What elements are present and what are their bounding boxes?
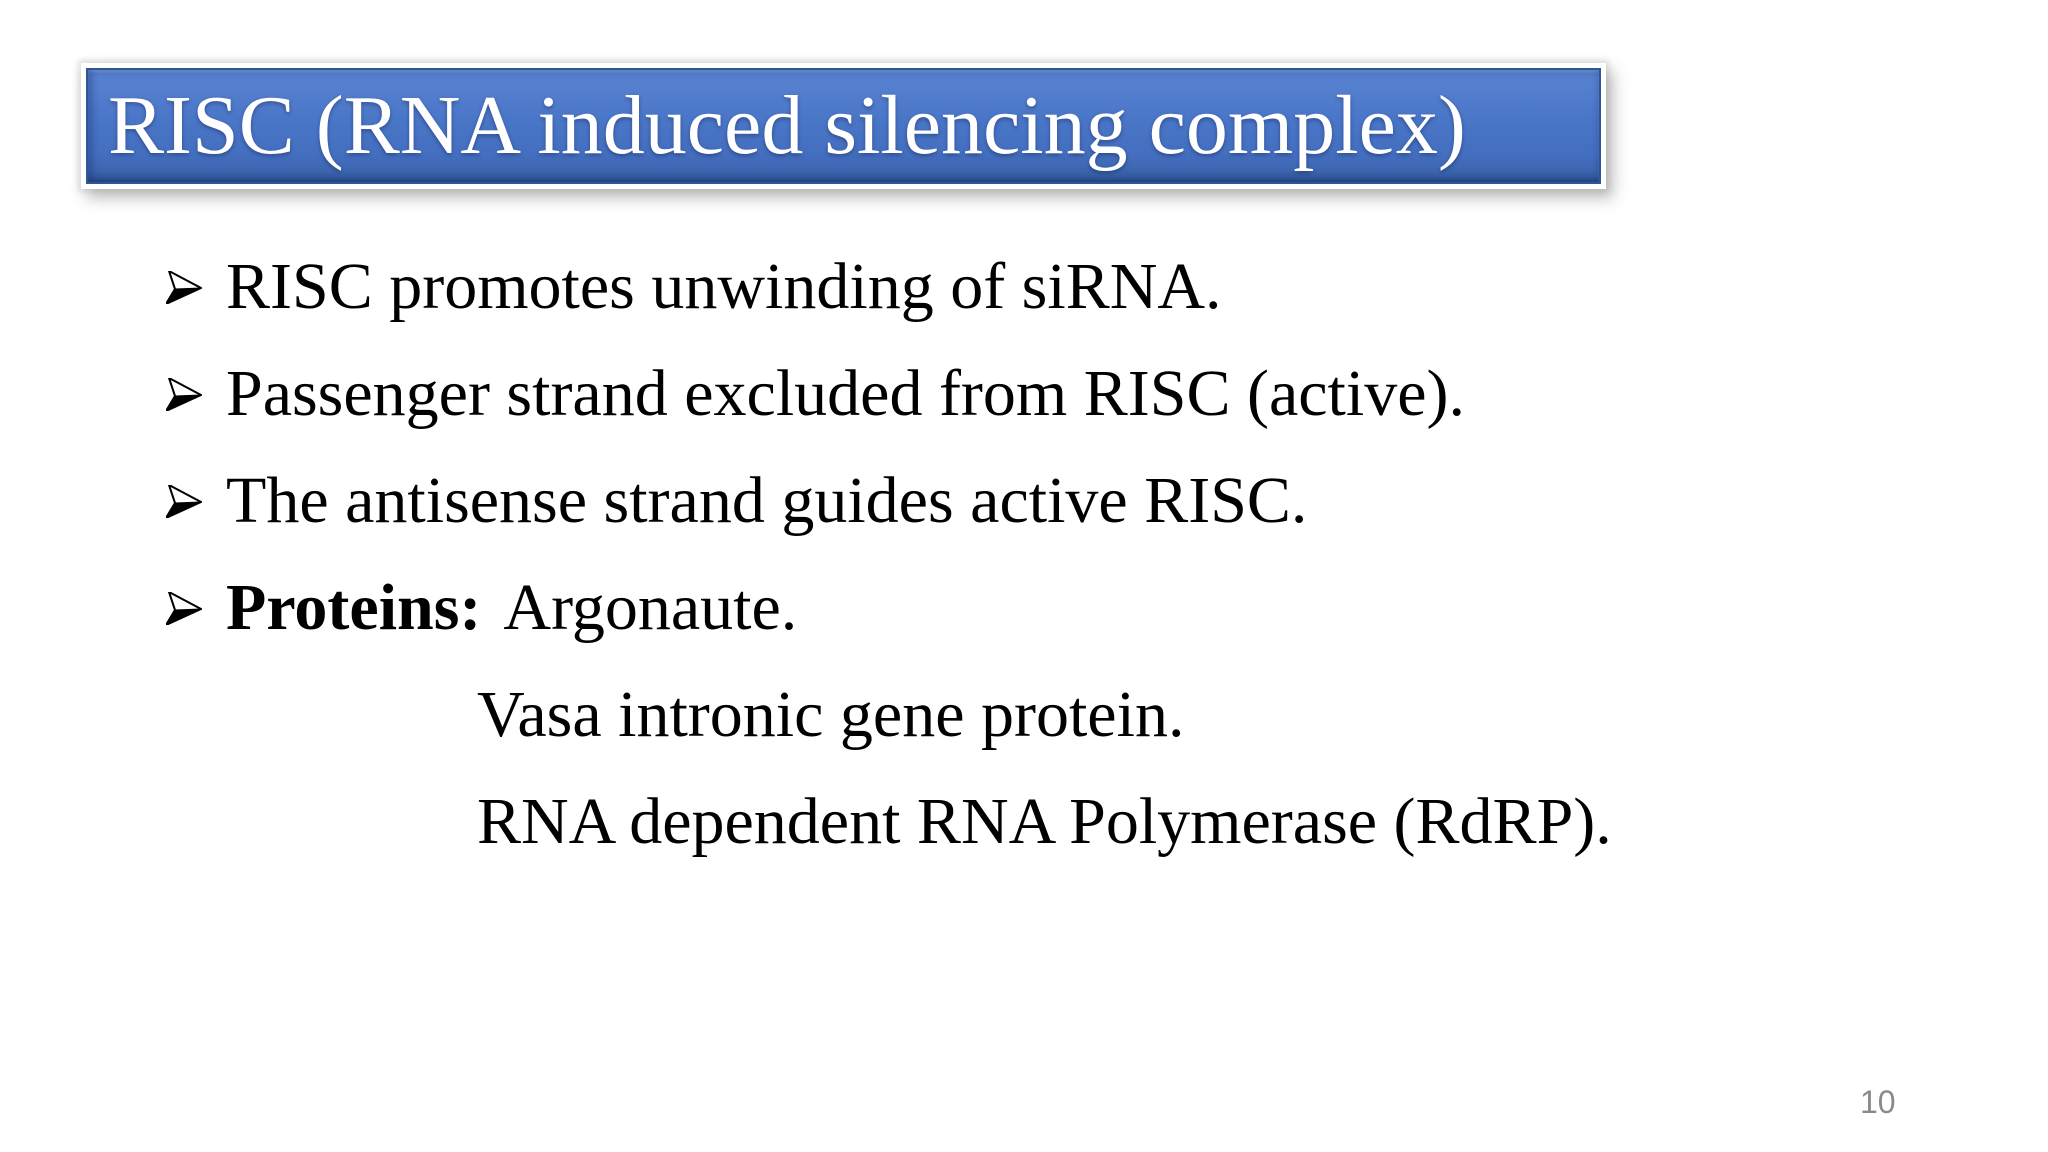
bullet-text: RISC promotes unwinding of siRNA. xyxy=(226,249,1222,323)
bullet-item: The antisense strand guides active RISC. xyxy=(166,447,1916,554)
arrowhead-bullet-icon xyxy=(166,378,202,411)
bullet-list: RISC promotes unwinding of siRNA. Passen… xyxy=(166,233,1916,875)
arrowhead-bullet-icon xyxy=(166,592,202,625)
sub-item: Vasa intronic gene protein. xyxy=(166,661,1916,768)
arrowhead-bullet-icon xyxy=(166,271,202,304)
sub-item-text: Vasa intronic gene protein. xyxy=(477,677,1185,751)
bullet-item: Passenger strand excluded from RISC (act… xyxy=(166,340,1916,447)
arrowhead-bullet-icon xyxy=(166,483,226,518)
bullet-lead-bold: Proteins: xyxy=(226,570,482,644)
arrowhead-bullet-icon xyxy=(166,485,202,518)
title-banner: RISC (RNA induced silencing complex) xyxy=(86,68,1601,184)
bullet-item: RISC promotes unwinding of siRNA. xyxy=(166,233,1916,340)
bullet-text: Argonaute. xyxy=(503,570,798,644)
slide-title: RISC (RNA induced silencing complex) xyxy=(108,79,1466,172)
bullet-item: Proteins: Argonaute. xyxy=(166,554,1916,661)
sub-item: RNA dependent RNA Polymerase (RdRP). xyxy=(166,768,1916,875)
bullet-text: The antisense strand guides active RISC. xyxy=(226,463,1308,537)
page-number: 10 xyxy=(1860,1084,1896,1120)
arrowhead-bullet-icon xyxy=(166,376,226,411)
sub-item-text: RNA dependent RNA Polymerase (RdRP). xyxy=(477,784,1612,858)
arrowhead-bullet-icon xyxy=(166,269,226,304)
bullet-text: Passenger strand excluded from RISC (act… xyxy=(226,356,1465,430)
arrowhead-bullet-icon xyxy=(166,590,226,625)
